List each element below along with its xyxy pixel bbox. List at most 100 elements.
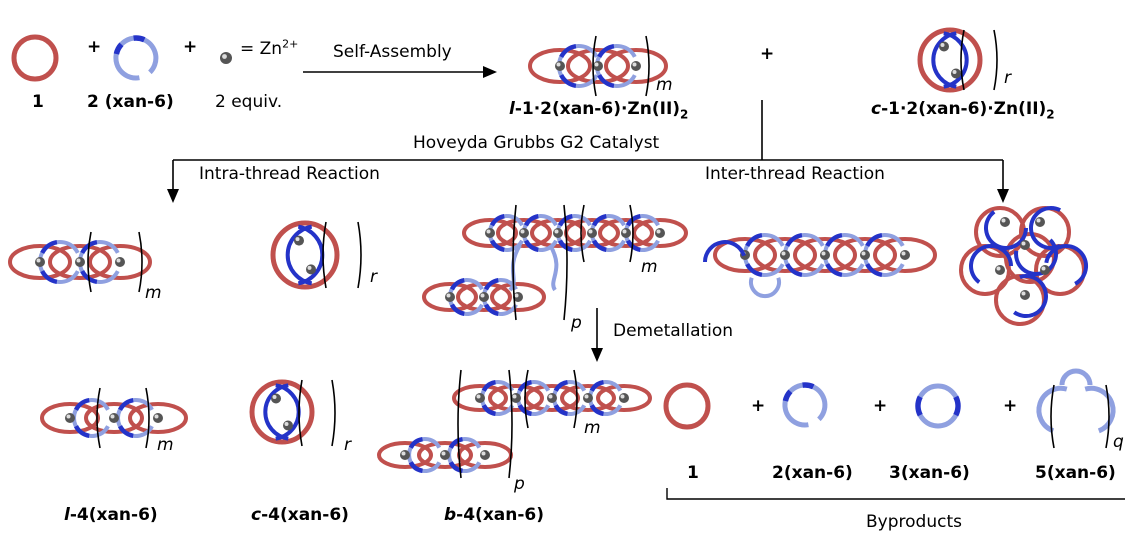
repeat-bracket xyxy=(960,29,965,91)
zinc-ion xyxy=(900,250,910,260)
red-ring xyxy=(496,218,552,248)
zinc-ion xyxy=(445,292,455,302)
zinc-ion xyxy=(860,250,870,260)
repeat-bracket xyxy=(508,369,513,479)
zinc-ion xyxy=(547,393,557,403)
arrow-head xyxy=(167,189,179,203)
red-ring xyxy=(793,237,857,273)
red-ring xyxy=(560,384,616,412)
repeat-index-m: m xyxy=(656,75,673,95)
zinc-ion xyxy=(440,450,450,460)
zinc-ion xyxy=(271,393,281,404)
repeat-bracket xyxy=(573,369,578,429)
blue-strand xyxy=(1044,244,1089,286)
zinc-ion xyxy=(153,413,163,423)
byproduct-2-ring xyxy=(782,382,828,428)
repeat-index-q: q xyxy=(1113,432,1124,452)
plus-sign: + xyxy=(87,37,102,57)
zinc-ion xyxy=(587,228,597,238)
zinc-legend: = Zn2+ xyxy=(240,37,299,59)
plus-sign: + xyxy=(751,396,766,416)
zinc-ion xyxy=(35,257,45,267)
byproduct-3-label: 3(xan-6) xyxy=(889,463,970,483)
blue-strand xyxy=(969,244,1013,284)
repeat-bracket xyxy=(96,387,101,449)
zinc-ion xyxy=(995,265,1005,275)
repeat-bracket xyxy=(331,379,336,447)
repeat-index-r: r xyxy=(370,267,377,287)
blue-strand xyxy=(297,224,325,286)
plus-sign: + xyxy=(873,396,888,416)
arrow-head xyxy=(997,189,1009,203)
blue-strand xyxy=(703,240,746,263)
l4-label: l-4(xan-6) xyxy=(64,505,158,525)
repeat-bracket xyxy=(645,35,650,97)
byproduct-2-label: 2(xan-6) xyxy=(772,463,853,483)
red-ring xyxy=(873,237,937,273)
blue-strand xyxy=(285,224,313,286)
red-ring xyxy=(88,244,152,280)
red-ring xyxy=(530,218,586,248)
red-ring xyxy=(753,237,817,273)
blue-strand xyxy=(548,243,559,292)
repeat-bracket xyxy=(1050,384,1055,449)
zinc-ion xyxy=(1035,217,1045,227)
blue-strand xyxy=(931,31,957,89)
red-ring xyxy=(84,402,144,434)
repeat-bracket xyxy=(322,221,327,289)
zinc-ion xyxy=(283,420,293,431)
zinc-ion xyxy=(511,393,521,403)
zinc-ion xyxy=(621,228,631,238)
byproduct-5-strand xyxy=(1084,385,1116,434)
repeat-bracket xyxy=(580,204,585,263)
zinc-ion xyxy=(593,61,603,71)
red-ring xyxy=(270,220,340,290)
red-ring xyxy=(488,384,544,412)
repeat-index-r: r xyxy=(1004,68,1011,88)
zinc-ion xyxy=(485,228,495,238)
repeat-bracket xyxy=(145,387,150,449)
byproduct-5-label: 5(xan-6) xyxy=(1035,463,1116,483)
blue-strand xyxy=(275,383,301,441)
byproduct-1-label: 1 xyxy=(687,463,699,483)
repeat-bracket xyxy=(87,231,92,293)
c4-label: c-4(xan-6) xyxy=(251,505,349,525)
zinc-ion xyxy=(553,228,563,238)
byproduct-5-strand xyxy=(1036,385,1068,434)
zinc-ion xyxy=(1000,217,1010,227)
repeat-bracket xyxy=(138,231,143,293)
repeat-index-m: m xyxy=(157,435,174,455)
red-ring xyxy=(456,282,512,312)
red-ring xyxy=(8,244,72,280)
red-ring xyxy=(40,402,100,434)
zinc-ion xyxy=(1020,240,1030,250)
reactant-2-label: 2 (xan-6) xyxy=(87,92,174,112)
plus-sign: + xyxy=(183,37,198,57)
zinc-ion xyxy=(519,228,529,238)
zinc-ion xyxy=(820,250,830,260)
red-ring xyxy=(377,441,433,469)
red-ring xyxy=(417,441,473,469)
red-ring xyxy=(128,402,188,434)
zinc-ion xyxy=(479,292,489,302)
red-ring xyxy=(249,379,315,445)
red-ring xyxy=(713,237,777,273)
zinc-ion xyxy=(400,450,410,460)
repeat-index-r: r xyxy=(344,435,351,455)
linear-product-label: l-1·2(xan-6)·Zn(II)2 xyxy=(509,99,689,122)
byproduct-3-ring xyxy=(915,383,961,429)
arrow-head xyxy=(591,348,603,362)
zinc-ion xyxy=(75,257,85,267)
zinc-ion xyxy=(583,393,593,403)
cyclic-product-label: c-1·2(xan-6)·Zn(II)2 xyxy=(871,99,1055,122)
red-ring xyxy=(490,282,546,312)
repeat-bracket xyxy=(298,379,303,447)
zinc-ion xyxy=(115,257,125,267)
red-ring xyxy=(462,218,518,248)
zinc-ion xyxy=(780,250,790,260)
byproduct-1-ring xyxy=(663,382,711,430)
red-ring xyxy=(422,282,478,312)
repeat-index-m: m xyxy=(145,283,162,303)
repeat-index-m: m xyxy=(584,418,601,438)
